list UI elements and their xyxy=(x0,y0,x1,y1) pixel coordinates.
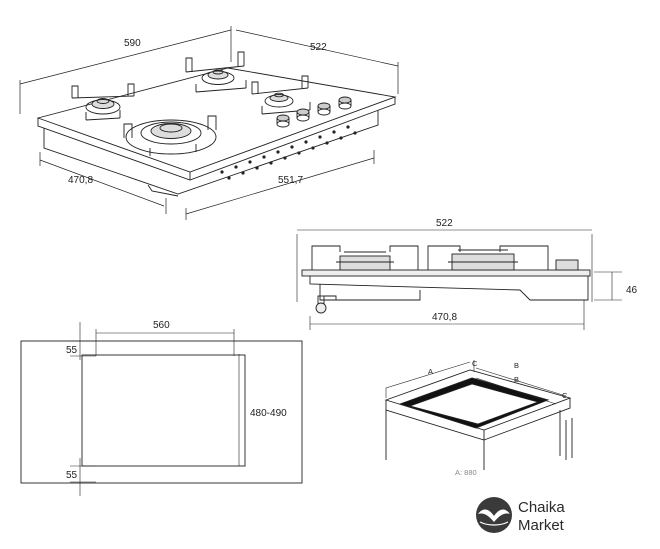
installation-footnote: A: 880 xyxy=(455,468,477,477)
dim-bottom-width: 551,7 xyxy=(278,175,303,186)
dim-cutout-bottom-margin: 55 xyxy=(66,470,78,481)
knob-4 xyxy=(338,96,352,110)
logo-circle xyxy=(476,497,512,533)
label-c-top: C xyxy=(472,359,478,368)
dim-cutout-width: 560 xyxy=(153,320,170,331)
chaika-market-logo: Chaika Market xyxy=(476,497,565,534)
dim-width-590: 590 xyxy=(124,38,141,49)
burner-back-top xyxy=(185,51,247,93)
burner-right xyxy=(251,75,311,115)
side-view xyxy=(296,229,622,330)
cutout-outline xyxy=(81,354,246,467)
label-c-right: C xyxy=(562,391,568,400)
dim-side-height: 46 xyxy=(626,285,638,296)
knob-1 xyxy=(276,114,290,128)
logo-line1: Chaika xyxy=(518,499,565,516)
burner-back-left xyxy=(71,83,135,121)
dim-cutout-top-margin: 55 xyxy=(66,345,78,356)
control-knobs xyxy=(276,96,352,128)
iso-dimension-lines xyxy=(19,26,399,220)
dim-cutout-depth: 480-490 xyxy=(250,408,287,419)
dim-side-bottom: 470,8 xyxy=(432,312,457,323)
label-a: A xyxy=(428,367,433,376)
dim-depth-522: 522 xyxy=(310,42,327,53)
label-b-top: B xyxy=(514,361,519,370)
installation-view xyxy=(384,360,573,470)
seagull-icon xyxy=(478,509,510,522)
vent-holes xyxy=(220,125,357,180)
worktop-outline xyxy=(20,340,303,484)
knob-2 xyxy=(296,108,310,122)
dim-side-top: 522 xyxy=(436,218,453,229)
knob-3 xyxy=(317,102,331,116)
burner-front-wok xyxy=(123,115,217,156)
isometric-view xyxy=(19,26,399,220)
cutout-view xyxy=(20,322,303,496)
logo-line2: Market xyxy=(518,517,565,534)
label-b-bottom: B xyxy=(514,375,519,384)
dim-bottom-depth: 470,8 xyxy=(68,175,93,186)
